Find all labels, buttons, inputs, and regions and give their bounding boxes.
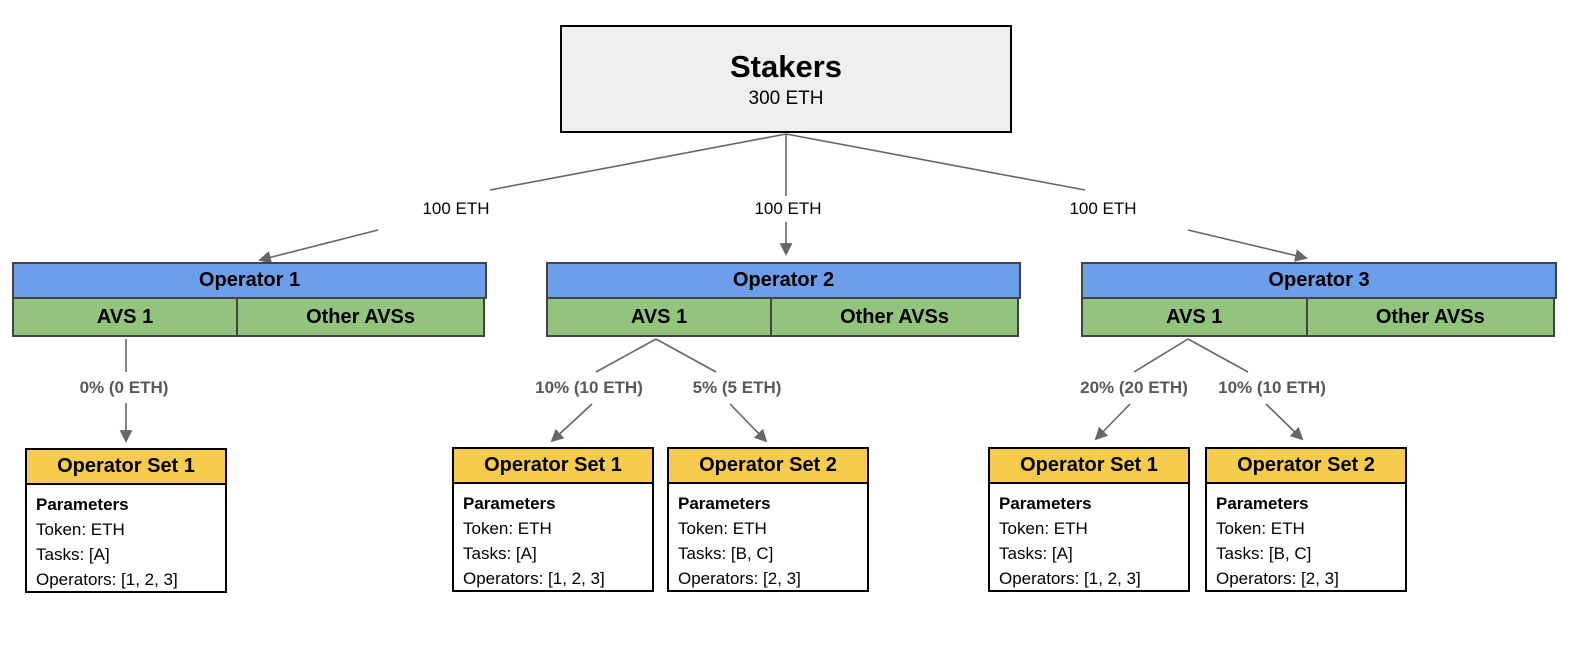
- op2-operator-set-2-title: Operator Set 2: [667, 447, 869, 484]
- op3-operator-set-2-params: Parameters Token: ETH Tasks: [B, C] Oper…: [1205, 482, 1407, 592]
- op2-operator-set-1-box: Operator Set 1 Parameters Token: ETH Tas…: [452, 447, 654, 592]
- op1-operator-set-1-title: Operator Set 1: [25, 448, 227, 485]
- operator-3-avs1-cell: AVS 1: [1081, 297, 1308, 337]
- arrow-op2-set1: [550, 403, 593, 443]
- stake-allocation-label-left: 100 ETH: [422, 199, 490, 218]
- param-operators: Operators: [2, 3]: [678, 569, 801, 588]
- stakers-box: Stakers 300 ETH: [560, 25, 1012, 133]
- op3-operator-set-1-box: Operator Set 1 Parameters Token: ETH Tas…: [988, 447, 1190, 592]
- op2-operator-set-1-title: Operator Set 1: [452, 447, 654, 484]
- operator-1-box: Operator 1 AVS 1 Other AVSs: [12, 262, 487, 337]
- op2-operator-set-2-box: Operator Set 2 Parameters Token: ETH Tas…: [667, 447, 869, 592]
- param-token: Token: ETH: [36, 520, 125, 539]
- param-tasks: Tasks: [A]: [999, 544, 1073, 563]
- param-tasks: Tasks: [A]: [463, 544, 537, 563]
- arrow-to-operator-1: [258, 229, 379, 264]
- op2-operator-set-2-params: Parameters Token: ETH Tasks: [B, C] Oper…: [667, 482, 869, 592]
- operator-2-avs-row: AVS 1 Other AVSs: [546, 297, 1021, 337]
- arrow-op3-set1: [1094, 403, 1131, 441]
- connector-op3-avs1-left: [1133, 338, 1189, 373]
- param-operators: Operators: [1, 2, 3]: [999, 569, 1141, 588]
- operator-3-box: Operator 3 AVS 1 Other AVSs: [1081, 262, 1557, 337]
- operator-1-avs1-cell: AVS 1: [12, 297, 239, 337]
- operator-3-avs-row: AVS 1 Other AVSs: [1081, 297, 1557, 337]
- allocation-label-op3-set2: 10% (10 ETH): [1218, 378, 1326, 397]
- param-operators: Operators: [2, 3]: [1216, 569, 1339, 588]
- connector-stakers-left: [489, 133, 787, 191]
- params-heading: Parameters: [1216, 494, 1309, 513]
- op1-operator-set-1-params: Parameters Token: ETH Tasks: [A] Operato…: [25, 483, 227, 593]
- stake-allocation-label-right: 100 ETH: [1069, 199, 1137, 218]
- operator-3-other-avs-cell: Other AVSs: [1305, 297, 1555, 337]
- arrow-op3-set2: [1265, 403, 1304, 441]
- allocation-label-op1-set1: 0% (0 ETH): [79, 378, 169, 397]
- arrow-op2-set2: [729, 403, 768, 443]
- allocation-label-op2-set1: 10% (10 ETH): [535, 378, 643, 397]
- op3-operator-set-2-box: Operator Set 2 Parameters Token: ETH Tas…: [1205, 447, 1407, 592]
- operator-1-other-avs-cell: Other AVSs: [236, 297, 485, 337]
- connector-stakers-right: [785, 133, 1086, 191]
- param-operators: Operators: [1, 2, 3]: [36, 570, 178, 589]
- connector-op2-avs1-right: [655, 338, 717, 373]
- allocation-label-op3-set1: 20% (20 ETH): [1080, 378, 1188, 397]
- params-heading: Parameters: [999, 494, 1092, 513]
- stakers-amount: 300 ETH: [748, 88, 824, 110]
- operator-2-box: Operator 2 AVS 1 Other AVSs: [546, 262, 1021, 337]
- param-tasks: Tasks: [B, C]: [678, 544, 774, 563]
- op2-operator-set-1-params: Parameters Token: ETH Tasks: [A] Operato…: [452, 482, 654, 592]
- param-token: Token: ETH: [463, 519, 552, 538]
- op1-operator-set-1-box: Operator Set 1 Parameters Token: ETH Tas…: [25, 448, 227, 593]
- operator-2-title: Operator 2: [546, 262, 1021, 299]
- operator-1-avs-row: AVS 1 Other AVSs: [12, 297, 487, 337]
- param-tasks: Tasks: [B, C]: [1216, 544, 1312, 563]
- operator-3-title: Operator 3: [1081, 262, 1557, 299]
- operator-1-title: Operator 1: [12, 262, 487, 299]
- connector-op3-avs1-right: [1187, 338, 1249, 373]
- connector-op2-avs1-left: [595, 338, 657, 373]
- stake-allocation-label-middle: 100 ETH: [754, 199, 822, 218]
- operator-2-avs1-cell: AVS 1: [546, 297, 773, 337]
- params-heading: Parameters: [463, 494, 556, 513]
- param-tasks: Tasks: [A]: [36, 545, 110, 564]
- op3-operator-set-1-params: Parameters Token: ETH Tasks: [A] Operato…: [988, 482, 1190, 592]
- op3-operator-set-2-title: Operator Set 2: [1205, 447, 1407, 484]
- param-token: Token: ETH: [1216, 519, 1305, 538]
- params-heading: Parameters: [36, 495, 129, 514]
- arrow-to-operator-3: [1187, 229, 1308, 262]
- param-token: Token: ETH: [678, 519, 767, 538]
- op3-operator-set-1-title: Operator Set 1: [988, 447, 1190, 484]
- operator-2-other-avs-cell: Other AVSs: [770, 297, 1019, 337]
- param-operators: Operators: [1, 2, 3]: [463, 569, 605, 588]
- params-heading: Parameters: [678, 494, 771, 513]
- param-token: Token: ETH: [999, 519, 1088, 538]
- stakers-title: Stakers: [729, 48, 843, 84]
- allocation-label-op2-set2: 5% (5 ETH): [692, 378, 782, 397]
